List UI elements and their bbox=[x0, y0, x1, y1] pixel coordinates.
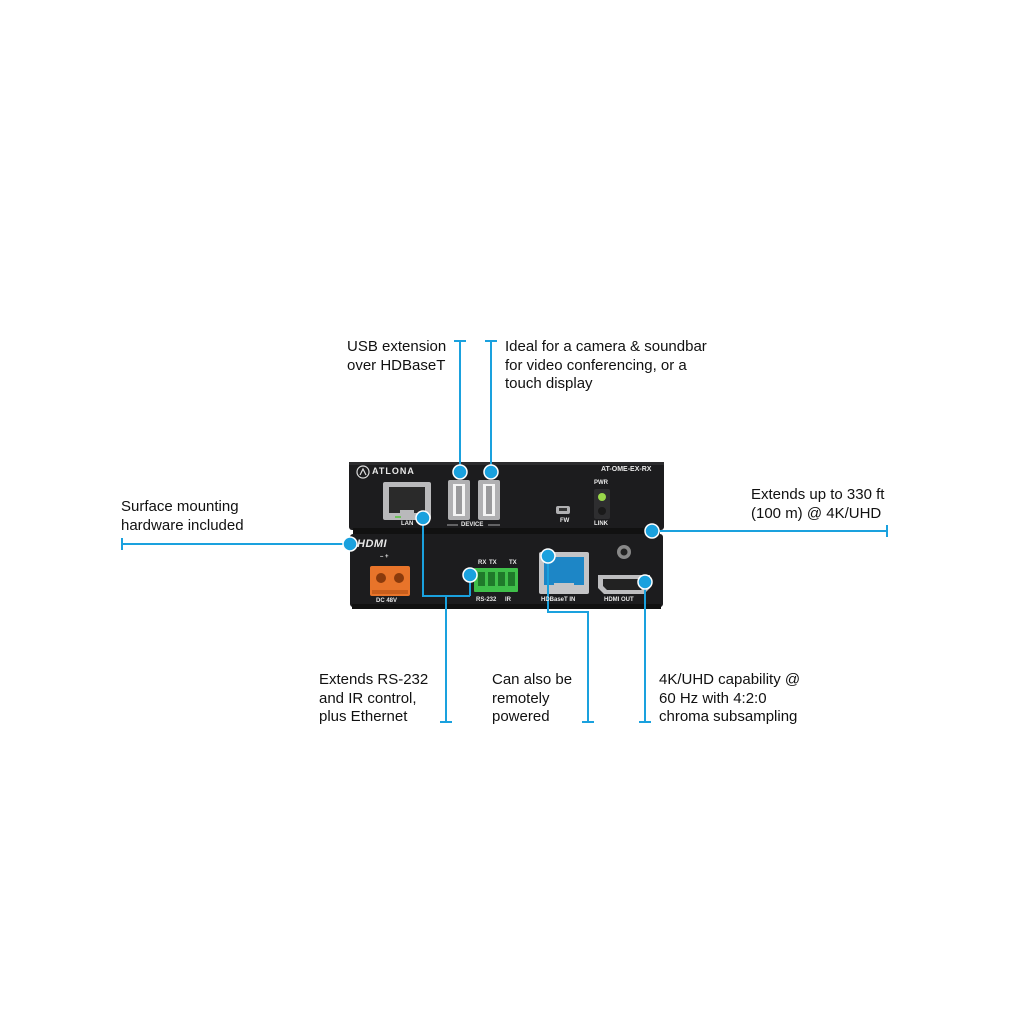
hdmi-out-port bbox=[598, 545, 650, 594]
hdmi-out-label: HDMI OUT bbox=[604, 597, 634, 603]
callout-line: (100 m) @ 4K/UHD bbox=[751, 504, 882, 522]
callout-line: Ideal for a camera & soundbar bbox=[505, 338, 707, 355]
callout-uhd-capability: 4K/UHD capability @ 60 Hz with 4:2:0 chr… bbox=[659, 671, 800, 727]
fw-label: FW bbox=[560, 518, 570, 524]
callout-ideal-for: Ideal for a camera & soundbar for video … bbox=[505, 338, 707, 394]
callout-line: chroma subsampling bbox=[659, 708, 798, 725]
usb-port-1 bbox=[448, 480, 470, 520]
callout-line: Extends RS-232 bbox=[319, 671, 429, 688]
polarity-label: – + bbox=[380, 554, 389, 560]
callout-line: powered bbox=[492, 708, 550, 725]
brand-logo-text: ATLONA bbox=[372, 466, 415, 476]
callout-line: Can also be bbox=[492, 671, 573, 688]
link-label: LINK bbox=[594, 521, 608, 527]
callout-line: and IR control, bbox=[319, 689, 417, 707]
callout-extends-rs232: Extends RS-232 and IR control, plus Ethe… bbox=[319, 671, 428, 727]
rx-label: RX bbox=[478, 560, 487, 566]
callout-line: hardware included bbox=[121, 516, 244, 534]
callout-line: 60 Hz with 4:2:0 bbox=[659, 689, 767, 707]
atlona-logo-icon bbox=[356, 465, 370, 479]
callout-remotely-powered: Can also be remotely powered bbox=[492, 671, 572, 727]
callout-line: Extends up to 330 ft bbox=[751, 486, 885, 503]
rs232-ir-terminal-block bbox=[474, 568, 518, 592]
dc-power-connector bbox=[370, 566, 410, 596]
callout-usb-extension: USB extension over HDBaseT bbox=[347, 338, 446, 375]
tx-label-2: TX bbox=[509, 560, 517, 566]
rs232-label: RS-232 bbox=[476, 597, 497, 603]
callout-line: over HDBaseT bbox=[347, 356, 446, 374]
callout-line: plus Ethernet bbox=[319, 708, 408, 725]
hdmi-logo: HDMI bbox=[357, 538, 388, 550]
callout-line: touch display bbox=[505, 375, 593, 392]
lan-port bbox=[383, 482, 431, 520]
model-label: AT-OME-EX-RX bbox=[601, 466, 652, 473]
ir-label: IR bbox=[505, 597, 511, 603]
callout-line: 4K/UHD capability @ bbox=[659, 671, 801, 688]
tx-label-1: TX bbox=[489, 560, 497, 566]
device-label: DEVICE bbox=[461, 522, 484, 528]
dc-label: DC 48V bbox=[376, 598, 398, 604]
callout-line: for video conferencing, or a bbox=[505, 356, 687, 374]
fw-port bbox=[556, 506, 570, 514]
hdbaset-in-label: HDBaseT IN bbox=[541, 597, 576, 603]
lan-label: LAN bbox=[401, 521, 414, 527]
usb-port-2 bbox=[478, 480, 500, 520]
callout-surface-mounting: Surface mounting hardware included bbox=[121, 498, 244, 535]
callout-extends-distance: Extends up to 330 ft (100 m) @ 4K/UHD bbox=[751, 486, 884, 523]
status-leds bbox=[594, 489, 610, 519]
pwr-label: PWR bbox=[594, 480, 608, 486]
callout-line: Surface mounting bbox=[121, 498, 239, 515]
callout-dots bbox=[342, 464, 660, 590]
callout-line: remotely bbox=[492, 689, 550, 707]
callout-line: USB extension bbox=[347, 338, 447, 355]
